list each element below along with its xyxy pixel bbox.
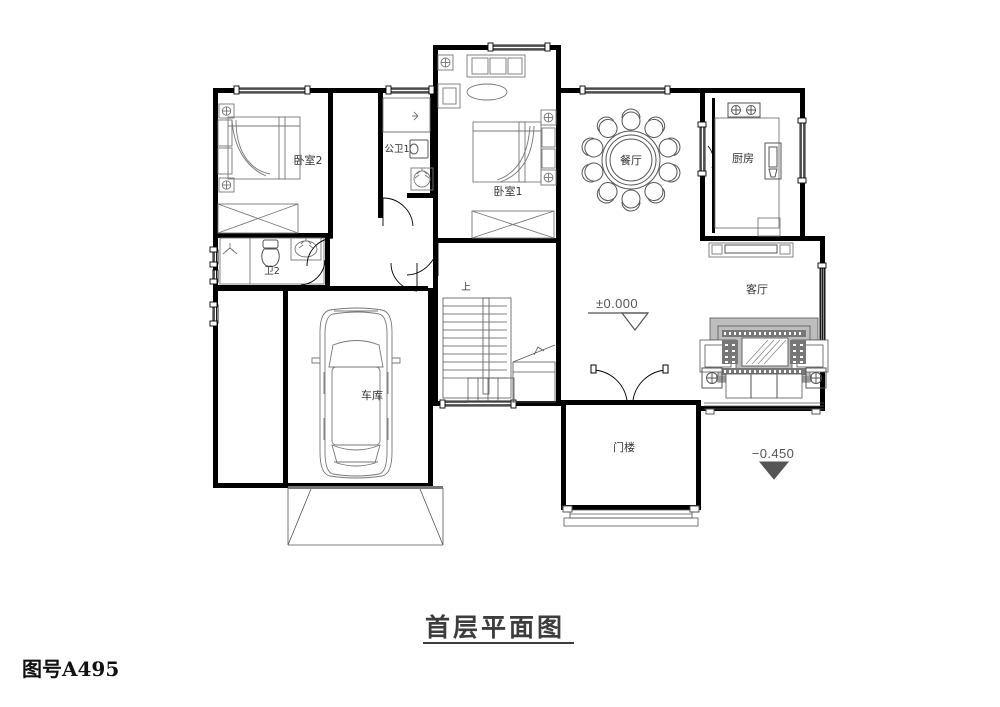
room-label-garage: 车库 [361,388,383,402]
page-title: 首层平面图 [425,613,566,642]
bathroom2-fixtures [219,237,325,285]
staircase [442,297,556,403]
elevation-triangle-filled [758,461,790,480]
wall-structure [213,45,825,510]
elevation-label-ground: ±0.000 [596,296,638,311]
driveway-ramp [287,486,444,546]
garage-car [311,307,401,479]
bedroom2-furniture [217,103,301,234]
room-label-living: 客厅 [746,282,768,296]
window-openings [209,42,827,409]
title-underline [423,642,574,644]
elevation-mark-outside: −0.450 [752,446,795,480]
room-label-gatehouse: 门楼 [613,440,635,454]
room-label-bathroom1: 公卫1 [384,144,409,155]
kitchen-fixtures [708,102,794,258]
elevation-mark-ground: ±0.000 [588,296,650,331]
door-swings [300,145,714,292]
stair-up-annotation: 上 [461,282,471,293]
dining-chairs [581,108,681,212]
room-label-kitchen: 厨房 [732,152,754,165]
room-labels: 卧室2 公卫1 卫2 卧室1 餐厅 厨房 客厅 车库 门楼 [264,144,768,454]
room-label-bathroom2: 卫2 [264,266,280,277]
bedroom1-furniture [437,54,557,239]
bathroom1-fixtures [382,97,434,191]
stair-up-label: 上 [461,282,471,293]
elevation-label-outside: −0.450 [752,446,795,461]
drawing-number: 图号A495 [22,657,120,681]
room-label-bedroom1: 卧室1 [494,184,523,198]
dining-table-and-chairs [581,108,681,212]
gatehouse-door-and-steps [562,364,700,527]
room-label-bedroom2: 卧室2 [294,153,323,167]
room-label-dining: 餐厅 [620,153,642,167]
elevation-triangle-open [620,312,650,331]
entrance-feature [699,317,829,415]
